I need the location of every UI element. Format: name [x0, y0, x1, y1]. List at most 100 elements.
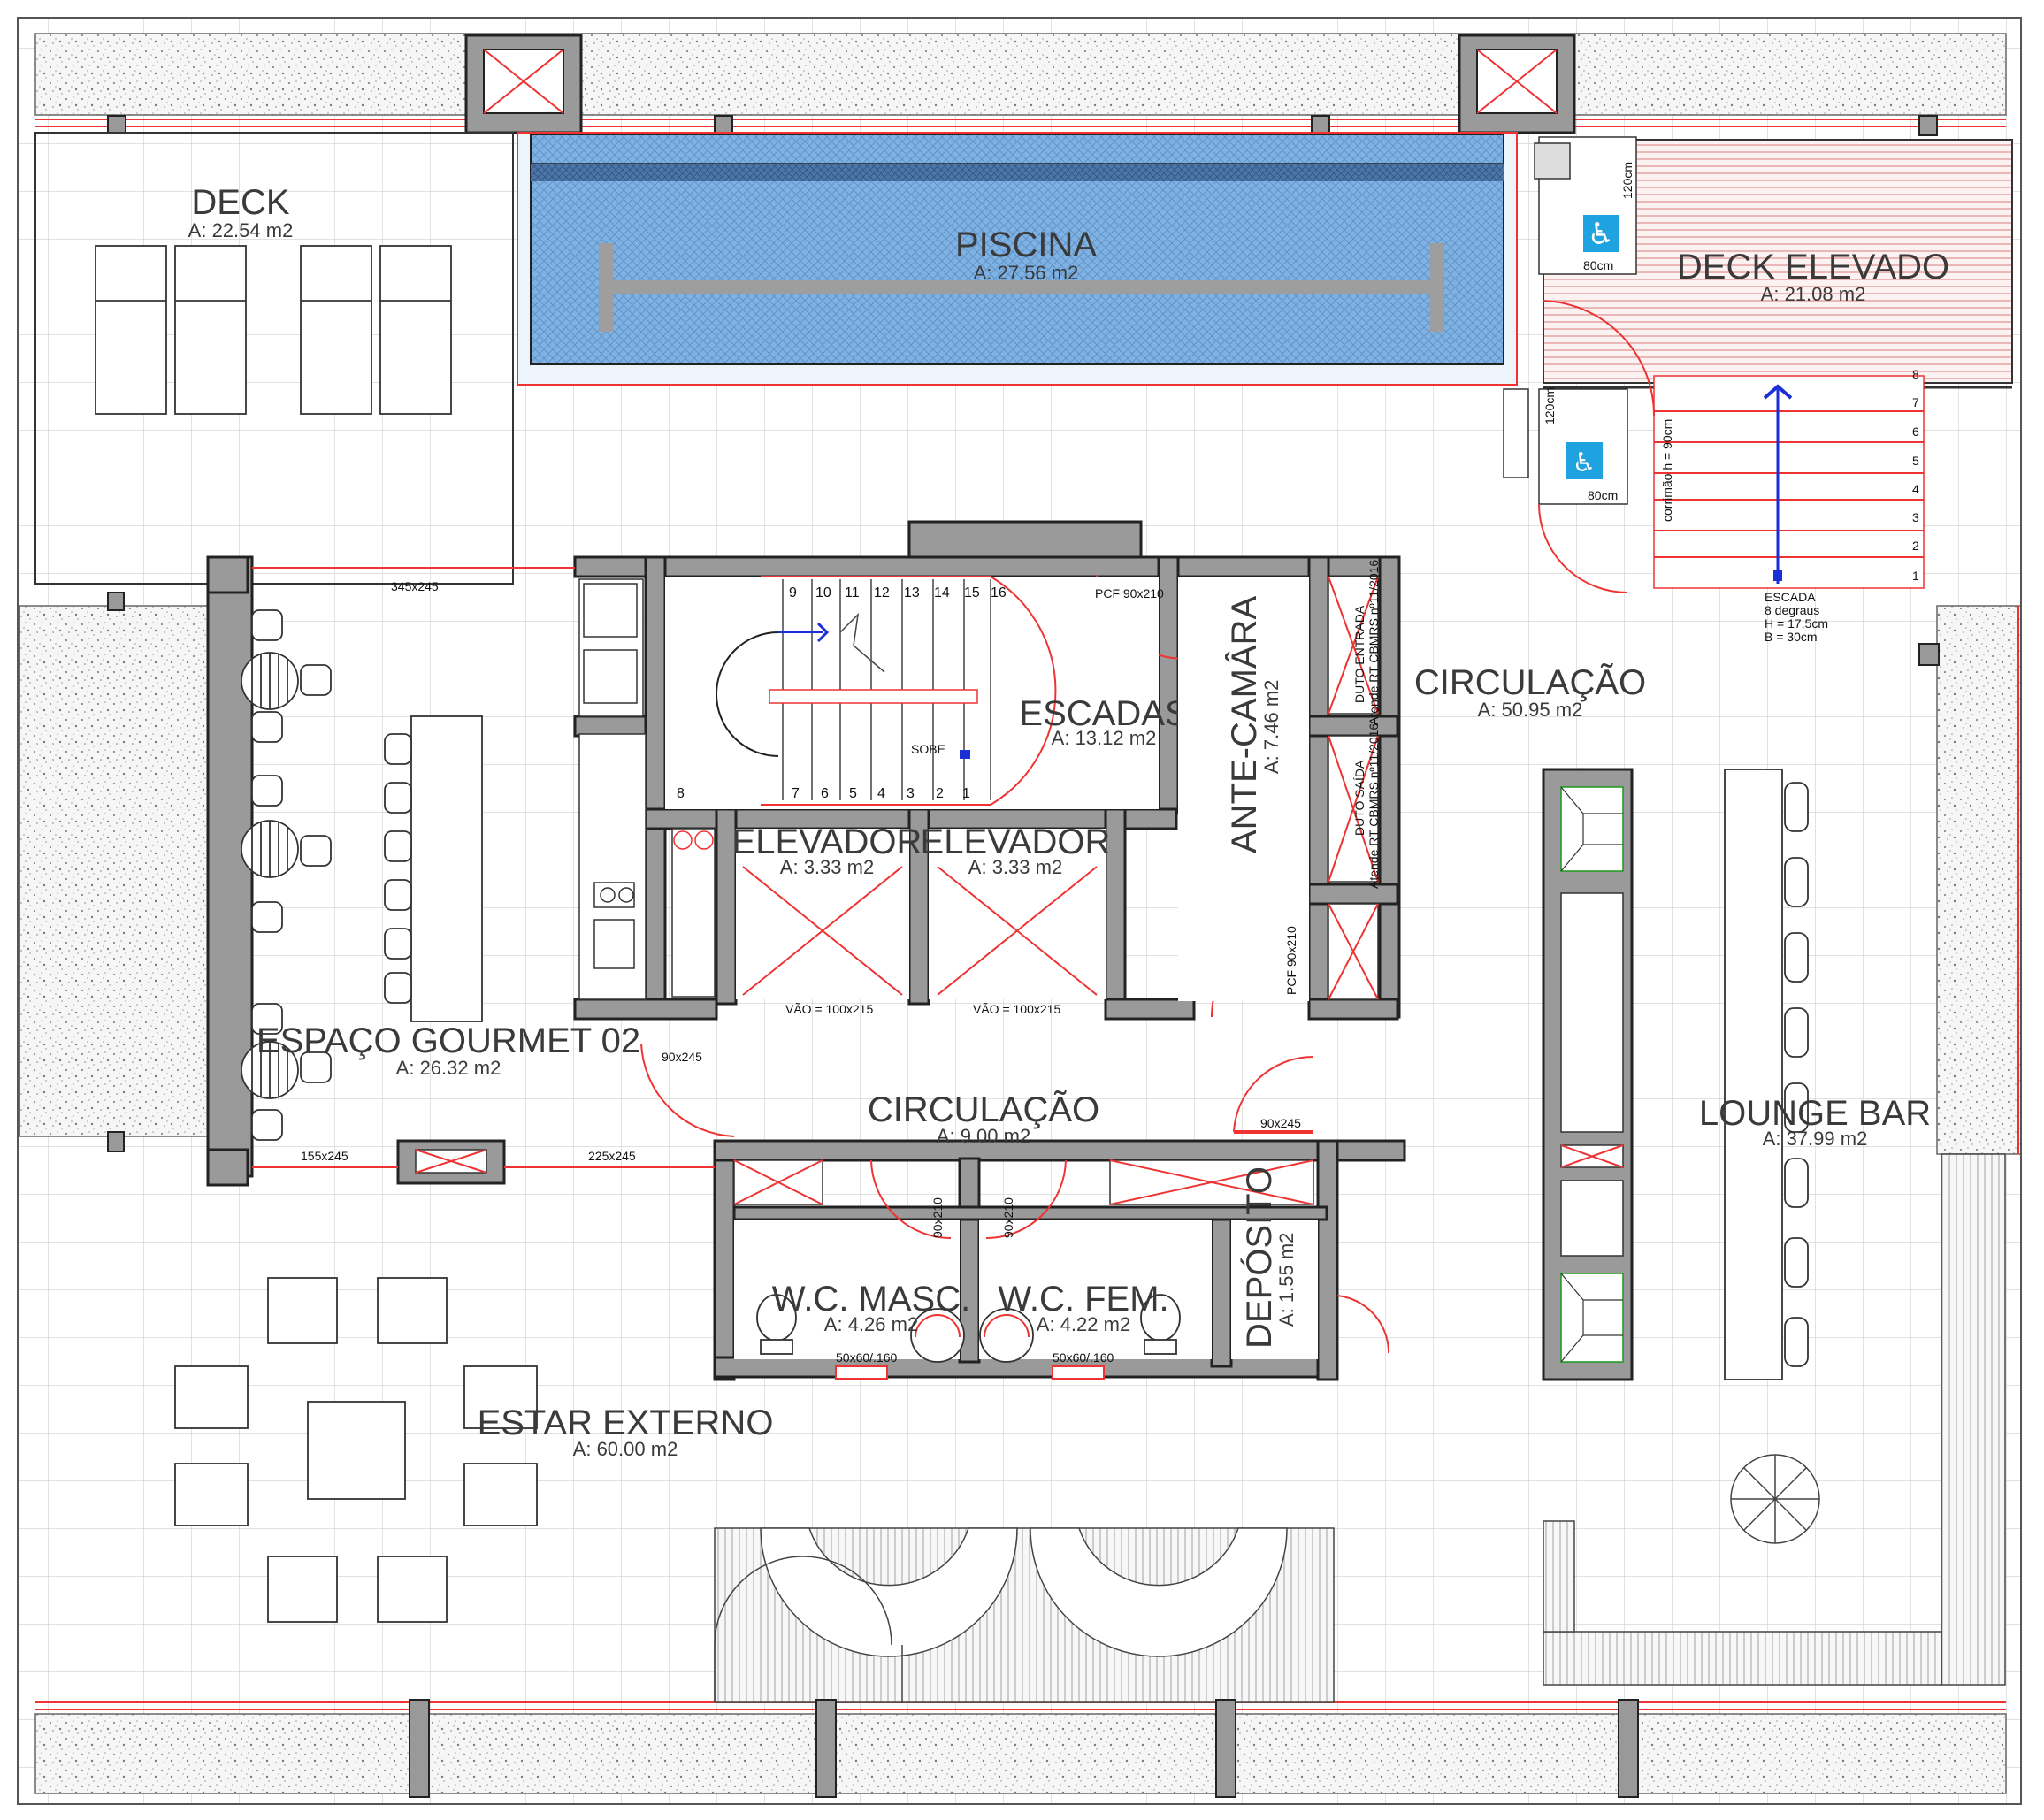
dim-120cm-bottom: 120cm — [1543, 387, 1557, 424]
room-area-estar: A: 60.00 m2 — [573, 1438, 678, 1460]
room-area-circulacao-ext: A: 50.95 m2 — [1478, 699, 1583, 721]
deck-step-3: 3 — [1912, 510, 1919, 524]
stair-step-10: 10 — [815, 585, 831, 600]
left-planter — [17, 605, 209, 1137]
deck-step-2: 2 — [1912, 539, 1919, 553]
room-name-wc-masc: W.C. MASC. — [772, 1280, 970, 1319]
elevador-2-room — [929, 829, 1106, 999]
lounger-group — [95, 245, 452, 415]
wc-door-1: 90x210 — [930, 1197, 945, 1238]
svg-text:♿: ♿ — [1573, 447, 1596, 478]
plan-boundary — [17, 17, 2022, 1805]
gourmet-tables — [241, 609, 483, 1141]
room-name-ante-camara: ANTE-CAMÂRA — [1224, 596, 1264, 853]
room-name-deposito: DEPÓSITO — [1239, 1166, 1279, 1349]
wc-fixtures — [756, 1294, 1181, 1363]
deck-step-7: 7 — [1912, 395, 1919, 409]
ante-camara-room — [1178, 577, 1309, 1001]
corrimao-note: corrimão h = 90cm — [1660, 419, 1674, 522]
deposito-room — [1231, 1220, 1318, 1359]
dim-80cm-bottom: 80cm — [1588, 488, 1618, 502]
spiral-stair — [1730, 1454, 1820, 1544]
window-wc-2: 50x60/.160 — [1053, 1350, 1114, 1365]
duto-entrada-note: Atende RT CBMRS nº11/2016 — [1366, 560, 1381, 725]
escada-note-4: B = 30cm — [1765, 630, 1818, 644]
room-name-wc-fem: W.C. FEM. — [998, 1280, 1168, 1319]
stair-step-1: 1 — [962, 786, 970, 801]
room-area-wc-masc: A: 4.26 m2 — [824, 1313, 918, 1335]
escada-note-3: H = 17,5cm — [1765, 616, 1828, 631]
door-pcf-2: PCF 90x210 — [1284, 926, 1298, 995]
door-225: 225x245 — [588, 1149, 636, 1163]
room-area-ante-camara: A: 7.46 m2 — [1260, 680, 1282, 774]
room-area-deck: A: 22.54 m2 — [188, 219, 294, 241]
estar-furniture — [174, 1277, 538, 1623]
room-area-piscina: A: 27.56 m2 — [974, 262, 1079, 284]
room-area-escadas: A: 13.12 m2 — [1052, 727, 1157, 749]
escada-note-2: 8 degraus — [1765, 603, 1819, 617]
room-name-elevador-2: ELEVADOR — [921, 822, 1111, 861]
stair-step-6: 6 — [821, 786, 829, 801]
deck-step-6: 6 — [1912, 424, 1919, 439]
room-area-deck-elevado: A: 21.08 m2 — [1761, 283, 1866, 305]
stair-sobe: SOBE — [911, 742, 945, 756]
deck-step-1: 1 — [1912, 569, 1919, 583]
bottom-wood-bench — [1543, 1631, 1942, 1686]
stair-step-9: 9 — [789, 585, 797, 600]
door-155: 155x245 — [301, 1149, 348, 1163]
duto-saida-label: DUTO SAÍDA — [1352, 760, 1366, 836]
stair-step-8: 8 — [677, 786, 685, 801]
dim-120cm-top: 120cm — [1620, 162, 1634, 199]
deck-step-5: 5 — [1912, 454, 1919, 468]
vao-2: VÃO = 100x215 — [973, 1002, 1060, 1016]
stair-step-16: 16 — [991, 585, 1007, 600]
room-area-gourmet: A: 26.32 m2 — [396, 1057, 501, 1079]
door-90-b: 90x245 — [1260, 1116, 1301, 1130]
stair-step-3: 3 — [907, 786, 915, 801]
escada-note-1: ESCADA — [1765, 590, 1816, 604]
room-name-deck: DECK — [191, 183, 289, 222]
room-area-lounge: A: 37.99 m2 — [1763, 1128, 1868, 1150]
accessibility-icon-2 — [1566, 442, 1603, 479]
room-name-circulacao-ext: CIRCULAÇÃO — [1414, 662, 1646, 702]
vao-1: VÃO = 100x215 — [785, 1002, 873, 1016]
stair-step-4: 4 — [877, 786, 885, 801]
room-name-circulacao-int: CIRCULAÇÃO — [868, 1090, 1099, 1129]
room-name-elevador-1: ELEVADOR — [732, 822, 922, 861]
svg-text:♿: ♿ — [1588, 217, 1614, 252]
stair-step-15: 15 — [964, 585, 980, 600]
window-wc-1: 50x60/.160 — [836, 1350, 897, 1365]
deck-step-8: 8 — [1912, 367, 1919, 381]
right-planter — [1936, 605, 2022, 1155]
room-name-deck-elevado: DECK ELEVADO — [1677, 248, 1949, 287]
room-name-piscina: PISCINA — [955, 226, 1097, 264]
elevador-1-room — [736, 829, 909, 999]
stair-step-11: 11 — [845, 585, 860, 600]
duto-entrada-label: DUTO ENTRADA — [1352, 605, 1366, 703]
door-pcf-1: PCF 90x210 — [1095, 586, 1164, 600]
top-planter — [34, 33, 2007, 116]
stair-step-13: 13 — [904, 585, 920, 600]
room-name-escadas: ESCADAS — [1019, 694, 1188, 733]
stair-step-7: 7 — [792, 786, 800, 801]
room-area-wc-fem: A: 4.22 m2 — [1037, 1313, 1130, 1335]
bar-stools — [1784, 782, 1809, 1367]
deck-step-4: 4 — [1912, 482, 1919, 496]
accessibility-icon — [1583, 215, 1619, 252]
lounge-bar — [1542, 768, 1783, 1381]
room-area-elevador-1: A: 3.33 m2 — [780, 856, 874, 878]
right-wood-bench — [1941, 1153, 2006, 1686]
dim-80cm-top: 80cm — [1583, 258, 1613, 272]
shower-fixture — [1534, 142, 1571, 180]
deck-steps — [1653, 375, 1925, 589]
room-name-estar: ESTAR EXTERNO — [478, 1403, 774, 1442]
room-area-circulacao-int: A: 9.00 m2 — [937, 1125, 1030, 1147]
duto-saida-note: Atende RT CBMRS nº11/2016 — [1366, 723, 1381, 889]
stair-step-14: 14 — [934, 585, 950, 600]
bottom-planter — [34, 1713, 2007, 1794]
stair-step-12: 12 — [874, 585, 890, 600]
wc-door-2: 90x210 — [1001, 1197, 1015, 1238]
curved-bench — [714, 1527, 1335, 1703]
door-345: 345x245 — [391, 579, 439, 593]
